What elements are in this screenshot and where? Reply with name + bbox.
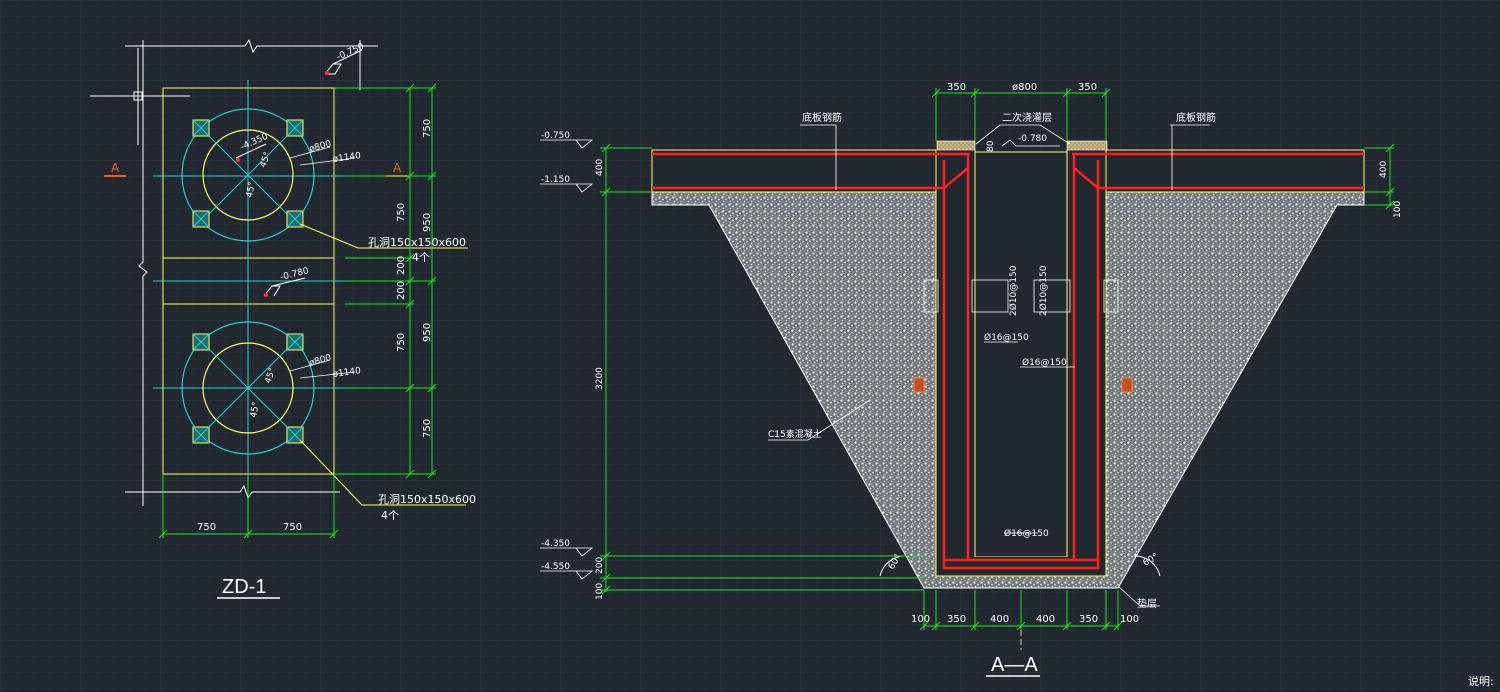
plan-dim-right: 750: [422, 119, 433, 138]
circle-label-d1140-top: ø1140: [332, 151, 362, 165]
section-view-aa: 60° 60° 底板钢筋 底板钢筋 二次浇灌层 -0.780 80 2Ø10@1…: [540, 82, 1403, 677]
rebar-lines: [652, 152, 1364, 570]
plan-dim-right: 750: [396, 203, 407, 222]
hole-note-2: 孔洞150x150x600: [378, 493, 476, 506]
section-dims-top: [931, 88, 1111, 141]
section-mark-right-text: A: [393, 161, 402, 175]
base-slab-right: [1105, 149, 1365, 193]
hole-count-1: 4个: [412, 251, 430, 264]
section-dims-bottom: [919, 590, 1123, 631]
grout-elevation-label: -0.780: [1018, 134, 1047, 144]
plan-dim-bottom: 750: [197, 522, 216, 533]
stirrup-right-label: 2Ø10@150: [1038, 265, 1049, 316]
section-elev-1: -0.750: [541, 131, 570, 141]
section-dim-top: 350: [1078, 82, 1097, 93]
ucs-cursor-icon: [90, 48, 190, 145]
cushion-label: 垫层: [1137, 597, 1157, 610]
plan-title: ZD-1: [222, 576, 266, 598]
elev-dot: [264, 293, 268, 297]
plan-elevation-marks: [235, 49, 363, 297]
hole-note-1: 孔洞150x150x600: [368, 236, 466, 249]
angle-label: 45°: [245, 181, 258, 198]
angle-label: 45°: [249, 401, 262, 418]
section-dim-top: 350: [947, 82, 966, 93]
plan-dim-right-outer: 950: [422, 213, 433, 232]
hole-note-leaders: [299, 223, 468, 506]
base-slab-left: [651, 149, 937, 193]
concrete-label: C15素混凝土: [768, 428, 822, 440]
section-dims-left: [600, 143, 924, 595]
marker-icon: [1121, 377, 1133, 393]
section-marker-a-left: A: [104, 161, 126, 177]
marker-icon: [913, 377, 925, 393]
secondary-grout-left: [936, 140, 976, 151]
section-dim-top: ø800: [1012, 82, 1037, 93]
section-outline: [935, 150, 1107, 577]
section-elev-3: -4.350: [541, 539, 570, 549]
section-dim-bottom: 400: [1036, 614, 1055, 625]
plan-dim-right: 200: [396, 256, 407, 275]
stirrup-left-label: 2Ø10@150: [1008, 265, 1019, 316]
plan-dimension-lines-bottom: [158, 474, 339, 539]
grout-elev-mark: [1001, 139, 1060, 147]
section-dim-left: 3200: [595, 367, 605, 390]
angle-arc-right: [1133, 555, 1161, 577]
hole-count-2: 4个: [381, 509, 399, 522]
stirrup-marks: [923, 279, 1119, 313]
section-mark-left-text: A: [111, 161, 120, 175]
secondary-grout-label: 二次浇灌层: [1002, 111, 1052, 124]
section-dim-bottom: 400: [990, 614, 1009, 625]
section-elev-4: -4.550: [541, 562, 570, 572]
circle-leaders: [289, 146, 356, 379]
section-dim-right: 100: [1393, 201, 1403, 218]
section-dim-left: 200: [595, 557, 605, 574]
section-elev-2: -1.150: [541, 175, 570, 185]
slab-rebar-right-label: 底板钢筋: [1176, 111, 1216, 124]
section-title: A—A: [991, 654, 1038, 676]
section-dim-bottom: 100: [1120, 614, 1139, 625]
section-dim-right: 400: [1379, 161, 1389, 178]
grout-thickness-label: 80: [986, 140, 996, 152]
section-dim-bottom: 350: [947, 614, 966, 625]
section-dim-left: 100: [595, 583, 605, 600]
secondary-grout-right: [1066, 140, 1108, 151]
plan-dim-bottom: 750: [283, 522, 302, 533]
section-dim-bottom: 350: [1079, 614, 1098, 625]
plan-break-lines: [125, 38, 378, 506]
bottom-rebar-label: Ø16@150: [1004, 528, 1049, 539]
slab-rebar-left-label: 底板钢筋: [802, 111, 842, 124]
section-dim-left: 400: [595, 159, 605, 176]
plan-dimension-lines-right: [334, 83, 437, 479]
plan-dim-right: 750: [422, 419, 433, 438]
footer-note: 说明:: [1468, 674, 1494, 688]
pier-void: [974, 151, 1068, 558]
section-dim-bottom: 100: [911, 614, 930, 625]
section-dims-right: [1364, 143, 1395, 210]
wall-rebar-label-1: Ø16@150: [984, 332, 1029, 343]
wall-rebar-label-2: Ø16@150: [1022, 357, 1067, 368]
section-leaders: [768, 124, 1210, 607]
circle-label-d1140-bottom: ø1140: [332, 366, 362, 380]
plan-dim-right: 750: [396, 333, 407, 352]
section-elev-markers: [540, 139, 594, 580]
elev-dot: [325, 71, 329, 75]
pier-base: [936, 557, 1106, 576]
elev-dot: [236, 158, 240, 162]
upper-pile-circles: [181, 108, 315, 242]
plan-dim-right: 200: [396, 281, 407, 300]
lower-pile-circles: [181, 321, 315, 455]
plan-dim-right-outer: 950: [422, 323, 433, 342]
